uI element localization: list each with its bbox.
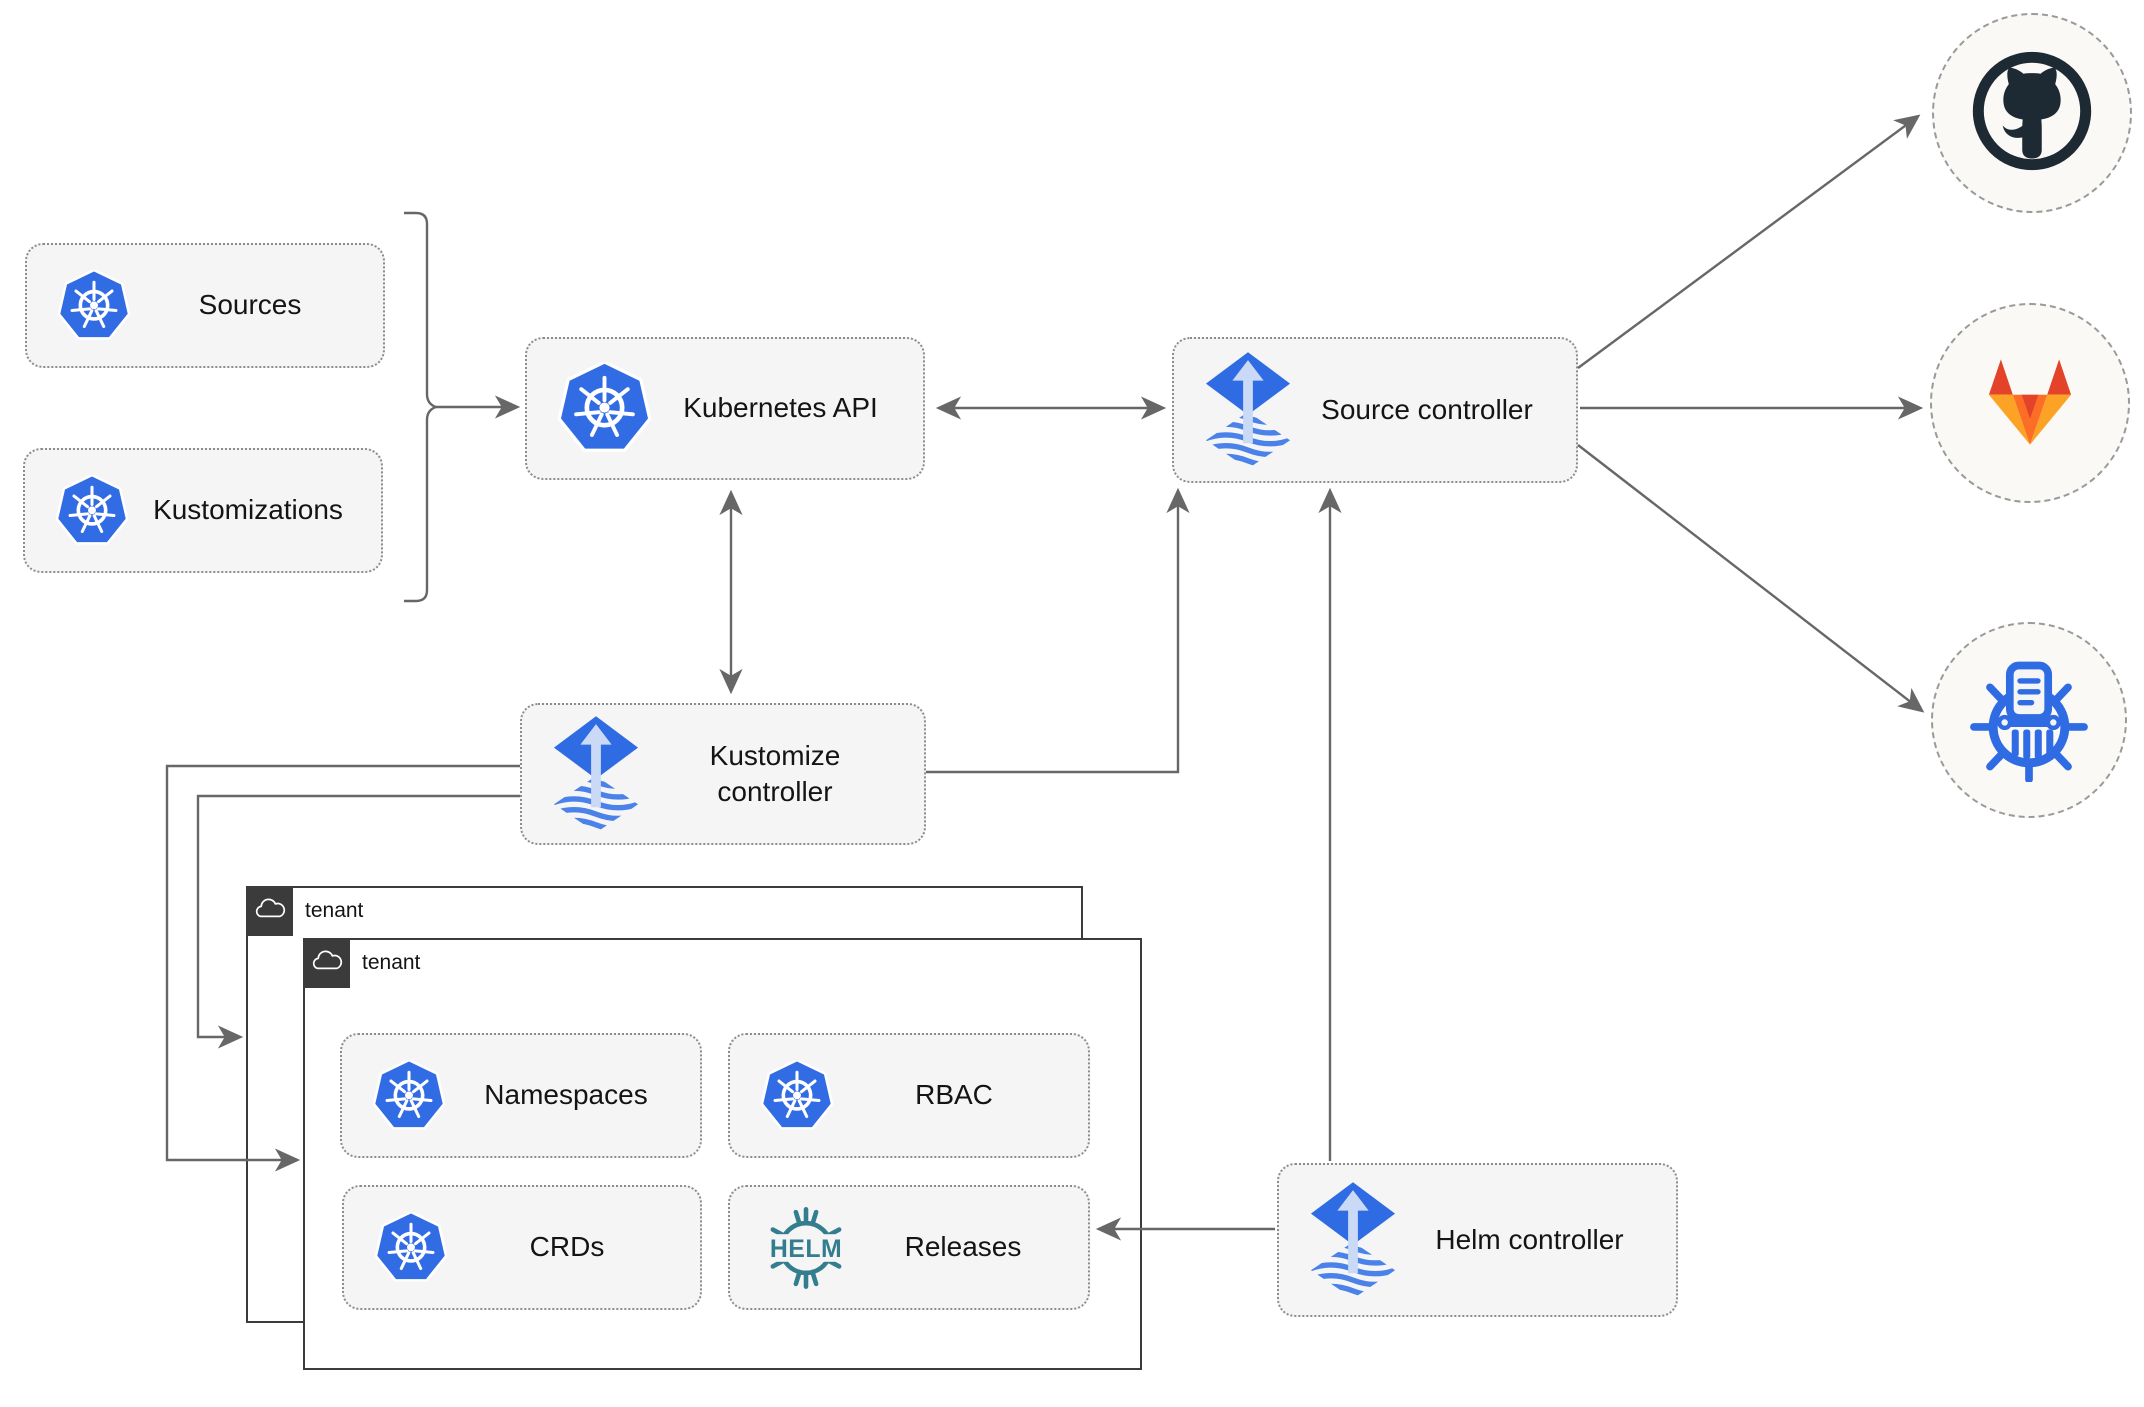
sources-bracket [404,211,440,603]
node-label: Sources [198,289,302,321]
tenant-label: tenant [305,899,364,922]
node-namespaces: Namespaces [340,1033,702,1158]
node-label: Source controller [1321,393,1533,425]
node-label: Releases [904,1231,1022,1263]
chartmuseum-icon [1965,654,2093,787]
flux-icon [1309,1181,1397,1299]
helm-icon: HELM [760,1203,852,1293]
external-gitlab [1930,303,2130,503]
node-source-controller: Source controller [1172,337,1578,483]
node-label: Kubernetes API [683,392,878,424]
tenant-label: tenant [362,951,421,974]
tenant-badge [303,938,350,988]
node-label: RBAC [915,1079,993,1111]
node-crds: CRDs [342,1185,702,1310]
node-label: Kustomizations [153,494,343,526]
tenant-badge [246,886,293,936]
node-sources: Sources [25,243,385,368]
external-github [1932,13,2132,213]
flux-icon [1204,351,1292,469]
edge-source-chartmuseum [1577,444,1925,713]
node-rbac: RBAC [728,1033,1090,1158]
external-chartmuseum [1931,622,2127,818]
node-releases: HELM Releases [728,1185,1090,1310]
node-label: CRDs [529,1231,605,1263]
node-kubernetes-api: Kubernetes API [525,337,925,480]
cloud-icon [310,948,344,979]
kubernetes-icon [55,475,129,547]
node-label: Helm controller [1435,1223,1624,1255]
node-helm-controller: Helm controller [1277,1163,1678,1317]
kubernetes-icon [372,1060,446,1132]
kubernetes-icon [557,362,652,455]
kubernetes-icon [760,1060,834,1132]
cloud-icon [253,896,287,927]
node-label: Kustomize controller [709,739,841,807]
flux-icon [552,715,640,833]
kubernetes-icon [374,1212,448,1284]
node-label: Namespaces [484,1079,648,1111]
edge-source-github [1577,114,1921,369]
node-kustomizations: Kustomizations [23,448,383,573]
edge-kustomize-source [926,487,1190,774]
node-kustomize-controller: Kustomize controller [520,703,926,845]
helm-wordmark: HELM [770,1236,842,1263]
gitlab-icon [1978,354,2082,453]
github-icon [1971,50,2093,177]
kubernetes-icon [57,270,131,342]
